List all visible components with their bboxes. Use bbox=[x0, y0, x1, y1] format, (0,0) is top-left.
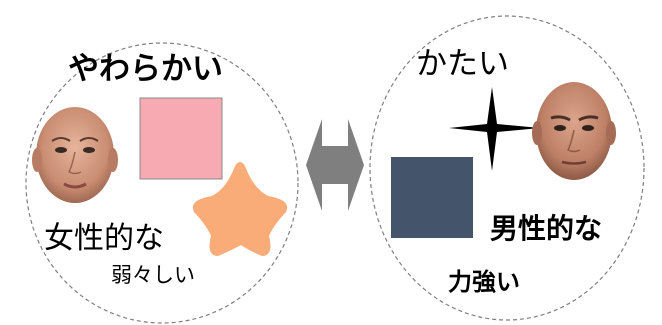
right-group-circle bbox=[369, 15, 645, 321]
left-label-main: 女性的な bbox=[44, 221, 164, 256]
left-label-sub: 弱々しい bbox=[111, 263, 195, 287]
male-face bbox=[532, 82, 616, 180]
double-arrow-icon bbox=[306, 119, 364, 211]
female-face bbox=[32, 107, 118, 203]
left-title: やわらかい bbox=[68, 51, 223, 87]
left-group-circle bbox=[25, 42, 299, 324]
navy-square bbox=[391, 157, 473, 238]
pink-square bbox=[139, 97, 223, 180]
four-point-star bbox=[449, 87, 540, 171]
rounded-star bbox=[192, 162, 288, 256]
right-title: かたい bbox=[416, 46, 509, 82]
right-label-sub: 力強い bbox=[448, 268, 520, 296]
right-label-main: 男性的な bbox=[490, 212, 603, 245]
